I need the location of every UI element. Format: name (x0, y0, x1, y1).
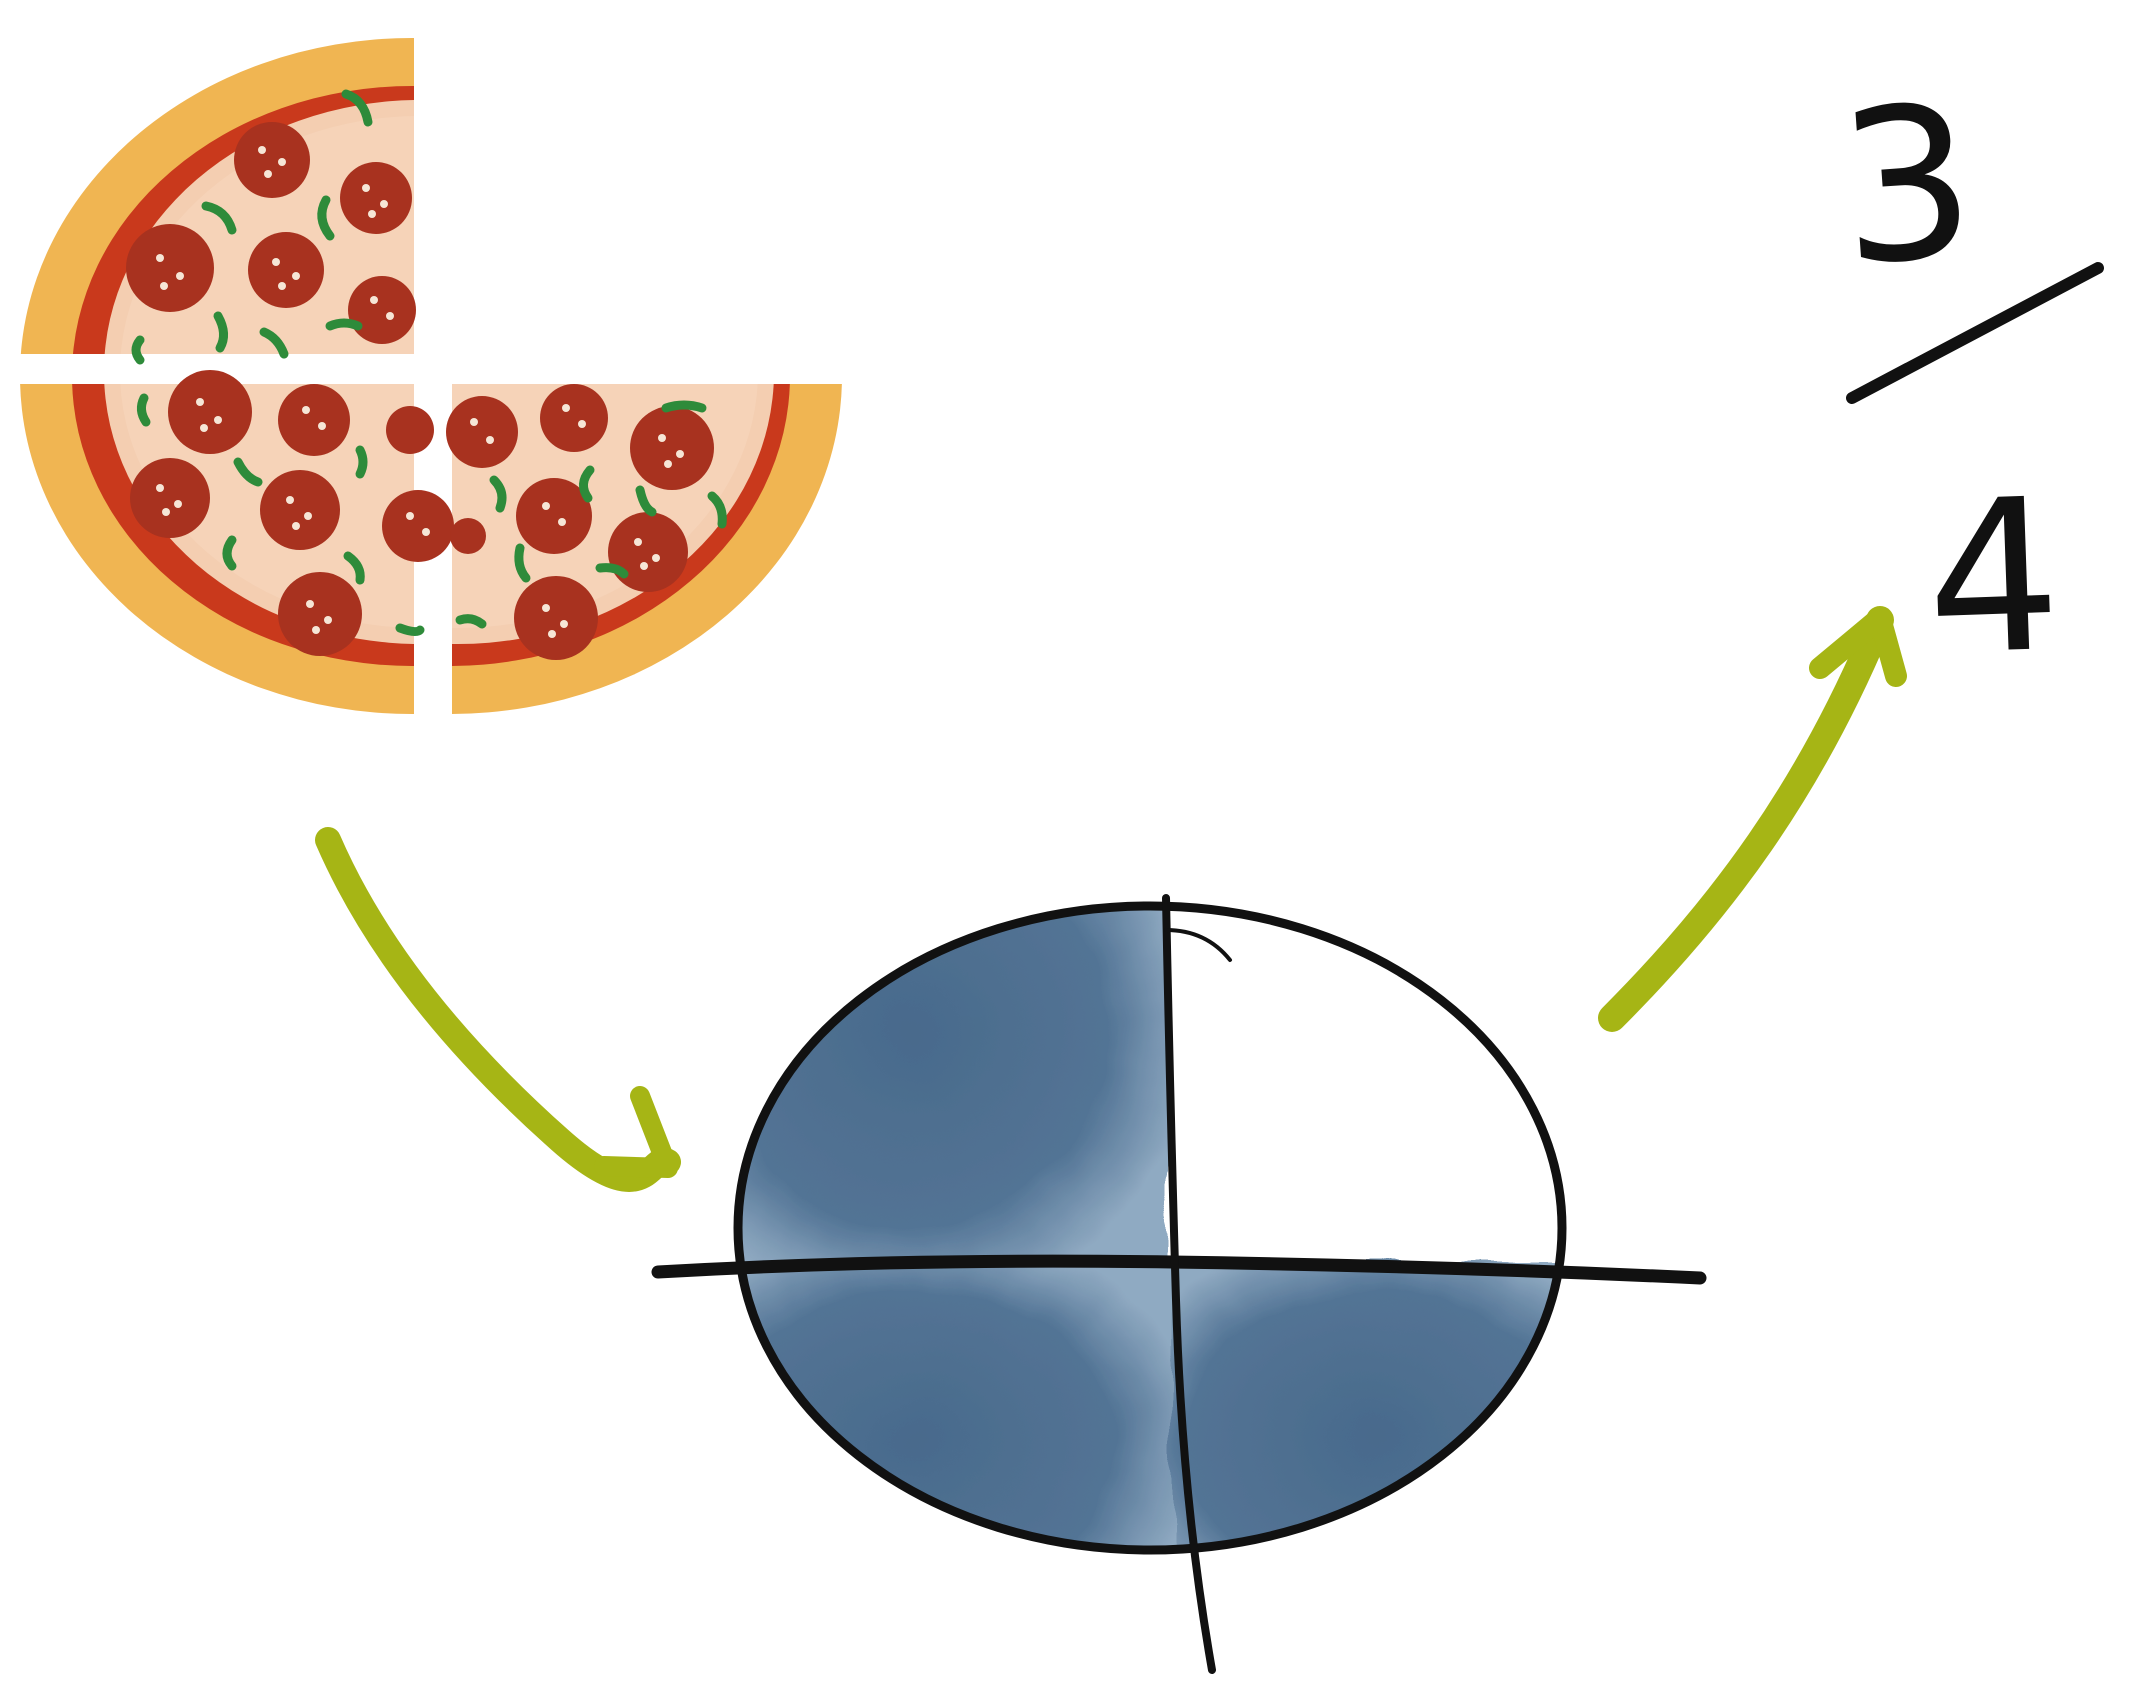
svg-text:4: 4 (1922, 453, 2064, 703)
shaded-quarter-bottom-left (700, 1262, 1178, 1620)
fraction-three-quarters: 3 4 (1832, 59, 2098, 702)
circle-model (658, 800, 1700, 1670)
fraction-numerator: 3 (1832, 59, 1982, 313)
svg-text:3: 3 (1832, 59, 1982, 313)
fraction-denominator: 4 (1922, 453, 2064, 703)
pizza-illustration (20, 38, 842, 714)
arrow-circle-to-fraction (1612, 618, 1896, 1018)
shaded-quarter-top-left (700, 800, 1168, 1264)
shaded-quarter-bottom-right (1172, 1262, 1620, 1620)
arrow-pizza-to-circle (328, 840, 668, 1179)
